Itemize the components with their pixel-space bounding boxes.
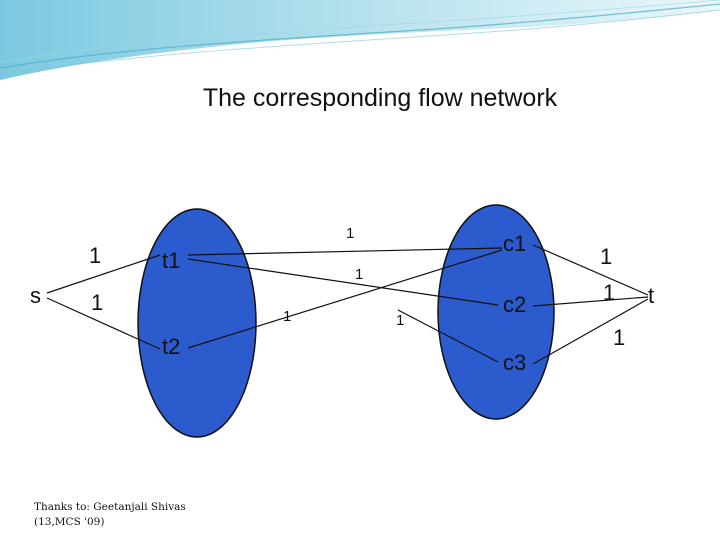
edge-c3-t — [532, 298, 649, 365]
node-c2: c2 — [503, 292, 526, 317]
node-t: t — [648, 283, 654, 308]
credit-text: Thanks to: Geetanjali Shivas (13,MCS '09… — [34, 500, 186, 530]
node-c3: c3 — [503, 350, 526, 375]
slide-title: The corresponding flow network — [202, 84, 558, 112]
edge-c1-t — [532, 244, 649, 296]
edge-t1-c1 — [187, 247, 503, 256]
edge-label-t2-c1: 1 — [283, 308, 291, 325]
right-group-ellipse — [437, 204, 555, 420]
edge-label-s-t1: 1 — [89, 243, 101, 268]
edge-label-c3-t: 1 — [613, 325, 625, 350]
credit-line-2: (13,MCS '09) — [34, 516, 105, 528]
node-c1: c1 — [503, 231, 526, 256]
left-group-ellipse — [137, 208, 257, 438]
edge-t1-c2 — [187, 258, 499, 306]
edge-label-t2-c3: 1 — [396, 312, 404, 329]
edge-label-c2-t: 1 — [603, 280, 615, 305]
edge-c2-t — [532, 296, 649, 307]
node-s: s — [30, 283, 41, 308]
edge-s-t2 — [46, 297, 161, 350]
edge-label-c1-t: 1 — [600, 244, 612, 269]
edge-label-t1-c1: 1 — [346, 225, 354, 242]
edge-s-t1 — [46, 254, 161, 294]
edge-label-s-t2: 1 — [91, 290, 103, 315]
edge-label-t1-c2: 1 — [355, 266, 363, 283]
node-t1: t1 — [162, 248, 180, 273]
credit-line-1: Thanks to: Geetanjali Shivas — [34, 501, 186, 513]
edge-t2-c3 — [397, 309, 499, 363]
header-wave — [0, 0, 720, 80]
node-t2: t2 — [162, 334, 180, 359]
edge-t2-c1 — [187, 249, 503, 349]
